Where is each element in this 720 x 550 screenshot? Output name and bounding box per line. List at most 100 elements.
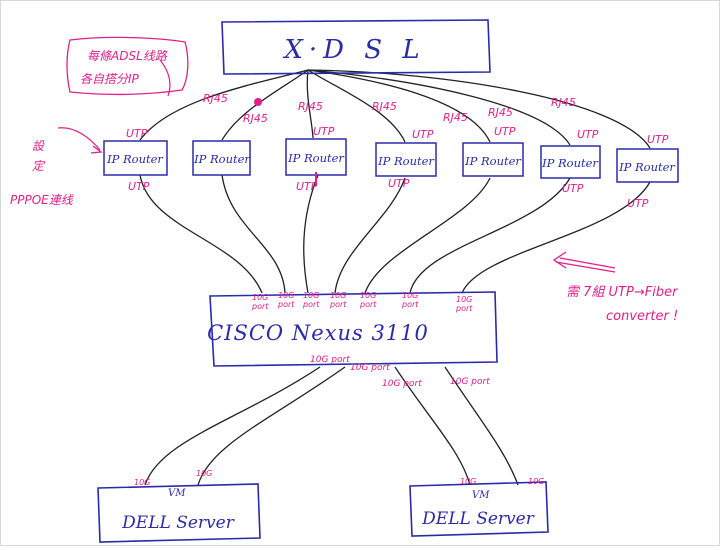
rj45-label: RJ45 <box>488 106 513 119</box>
utp-label: UTP <box>313 125 335 138</box>
rj45-label: RJ45 <box>372 100 397 113</box>
switch-port: 10G port <box>401 291 419 309</box>
port-label: 10G port <box>450 377 490 387</box>
server-box <box>409 481 549 537</box>
port-label: port <box>401 300 419 309</box>
router-label: IP Router <box>618 160 676 174</box>
xdsl-label: X·D S L <box>282 35 425 65</box>
utp-label: UTP <box>494 125 516 138</box>
cable-xdsl-router-6 <box>307 69 571 146</box>
router-label: IP Router <box>377 154 435 168</box>
switch-port: 10G port <box>455 295 473 313</box>
dell-server-2: DELL Server VM 10G 10G <box>409 477 549 537</box>
port-label: port <box>455 304 473 313</box>
dell-server-1: DELL Server VM 10G 10G <box>97 469 261 543</box>
cable-xdsl-router-5 <box>307 69 491 143</box>
router-box <box>462 142 524 177</box>
switch-port: 10G port <box>302 291 320 309</box>
note-right: 需 7組 UTP→Fiber converter ! <box>552 251 679 324</box>
note-text: 定 <box>32 159 46 173</box>
router-box <box>375 142 437 177</box>
port-label: 10G <box>303 291 319 300</box>
port-label: 10G port <box>310 355 350 365</box>
cisco-nexus-switch: CISCO Nexus 3110 <box>207 291 498 367</box>
cable-xdsl-router-4 <box>307 69 406 143</box>
cable-switch-server2-b <box>444 366 519 486</box>
port-label: 10G port <box>350 363 390 373</box>
switch-top-ports: 10G port 10G port 10G port 10G port 10G … <box>251 291 473 313</box>
switch-box <box>209 291 498 367</box>
router-1: IP Router <box>103 140 168 176</box>
rj45-label: RJ45 <box>203 92 228 105</box>
router-6: IP Router <box>540 145 601 179</box>
switch-port: 10G port <box>329 291 347 309</box>
utp-labels: UTP UTP UTP UTP UTP UTP UTP UTP UTP UTP … <box>126 125 669 210</box>
cable-router-5-switch <box>364 177 491 294</box>
port-label: 10G <box>456 295 472 304</box>
port-label: 10G <box>330 291 346 300</box>
server-port-label: 10G <box>460 477 476 486</box>
cable-xdsl-router-1 <box>139 69 309 141</box>
server-label: DELL Server <box>121 513 235 533</box>
note-text: 設 <box>32 139 45 153</box>
port-label: port <box>302 300 320 309</box>
router-5: IP Router <box>462 142 524 177</box>
router-label: IP Router <box>106 152 164 166</box>
cable-router-3-switch <box>303 174 319 294</box>
switch-label: CISCO Nexus 3110 <box>207 321 429 345</box>
server-box <box>97 483 261 543</box>
cable-xdsl-router-3 <box>306 69 314 139</box>
utp-label: UTP <box>296 180 318 193</box>
note-arrow <box>159 59 171 97</box>
router-label: IP Router <box>193 152 251 166</box>
port-label: 10G <box>360 291 376 300</box>
note-text: 各自搭分IP <box>80 72 140 86</box>
switch-server-cables <box>144 366 519 486</box>
utp-label: UTP <box>577 128 599 141</box>
router-7: IP Router <box>616 148 679 183</box>
rj45-label: RJ45 <box>443 111 468 124</box>
router-2: IP Router <box>192 140 251 176</box>
vm-label: VM <box>168 488 186 499</box>
server-port-label: 10G <box>196 469 212 478</box>
note-arrow <box>555 261 616 273</box>
server-label: DELL Server <box>421 509 535 529</box>
note-text: 需 7組 UTP→Fiber <box>566 285 679 300</box>
rj45-label: RJ45 <box>243 112 268 125</box>
router-label: IP Router <box>287 151 345 165</box>
port-label: 10G port <box>382 379 422 389</box>
cable-switch-server1-b <box>197 366 346 486</box>
rj45-label: RJ45 <box>298 100 323 113</box>
server-port-label: 10G <box>528 477 544 486</box>
cable-router-2-switch <box>221 174 286 294</box>
router-4: IP Router <box>375 142 437 177</box>
utp-label: UTP <box>128 180 150 193</box>
xdsl-modem: X·D S L <box>221 19 491 75</box>
rj45-labels: RJ45 RJ45 RJ45 RJ45 RJ45 RJ45 RJ45 <box>203 92 576 125</box>
rj45-marker <box>254 98 262 106</box>
cable-switch-server1-a <box>144 366 321 486</box>
router-box <box>616 148 679 183</box>
server-port-label: 10G <box>134 478 150 487</box>
cable-switch-server2-a <box>394 366 471 486</box>
utp-label: UTP <box>627 197 649 210</box>
utp-label: UTP <box>126 127 148 140</box>
note-bubble <box>66 36 189 96</box>
cable-router-1-switch <box>139 174 263 294</box>
switch-port: 10G port <box>251 293 269 311</box>
note-top-left: 每條ADSL线路 各自搭分IP <box>66 36 189 97</box>
note-arrowhead <box>552 251 567 269</box>
router-label: IP Router <box>541 156 599 170</box>
port-label: port <box>277 300 295 309</box>
utp-label: UTP <box>388 177 410 190</box>
note-text: 每條ADSL线路 <box>87 49 168 63</box>
switch-bottom-ports: 10G port 10G port 10G port 10G port <box>310 355 490 389</box>
note-text: PPPOE連线 <box>10 193 74 207</box>
note-arrow <box>559 257 616 269</box>
xdsl-box <box>221 19 491 75</box>
router-label: IP Router <box>464 154 522 168</box>
port-label: port <box>251 302 269 311</box>
router-box <box>103 140 168 176</box>
cable-router-4-switch <box>334 177 406 294</box>
